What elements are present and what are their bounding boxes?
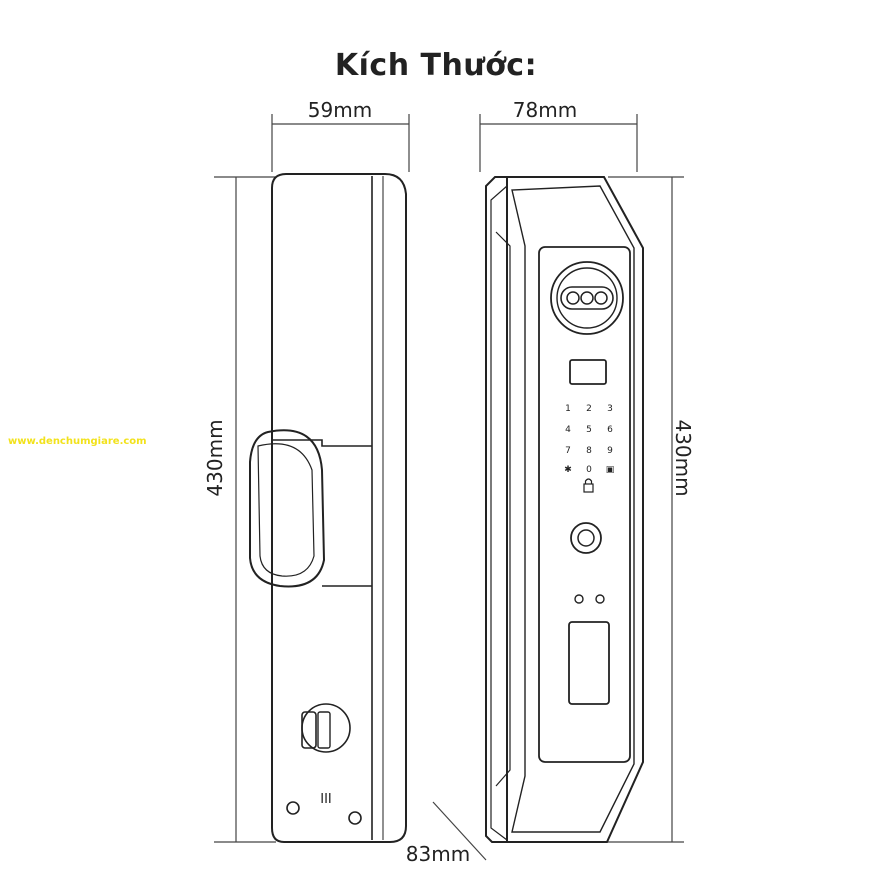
height-left-dimension	[214, 176, 276, 843]
lock-front-view	[485, 176, 644, 843]
camera-module	[550, 261, 624, 335]
width-front-dimension	[479, 114, 638, 172]
keypad-key: ✱	[564, 465, 572, 475]
lock-icon	[583, 478, 594, 493]
keypad-key: 9	[607, 446, 613, 456]
height-right-dimension	[608, 176, 684, 843]
card-reader	[568, 621, 610, 705]
indicator-light	[595, 594, 605, 604]
keypad-key: 5	[586, 425, 592, 435]
keypad: 1 2 3 4 5 6 7 8 9 ✱ 0 ▣	[564, 404, 614, 475]
screw-icon	[348, 811, 362, 825]
keypad-key: ▣	[606, 465, 615, 475]
keypad-key: 1	[565, 404, 571, 414]
indicator-light	[574, 594, 584, 604]
depth-dimension	[432, 801, 487, 861]
keypad-key: 8	[586, 446, 592, 456]
width-side-dimension	[271, 114, 410, 172]
watermark-text: www.denchumgiare.com	[8, 436, 147, 447]
keypad-key: 0	[586, 465, 592, 475]
height-right-label: 430mm	[671, 419, 695, 496]
status-display	[569, 359, 607, 385]
fingerprint-sensor	[570, 522, 602, 554]
keypad-key: 6	[607, 425, 613, 435]
back-handle	[272, 439, 372, 447]
lock-back-view	[249, 173, 407, 843]
thumb-turn-knob	[301, 703, 351, 753]
keypad-key: 7	[565, 446, 571, 456]
screw-icon	[286, 801, 300, 815]
height-left-label: 430mm	[203, 419, 227, 496]
page-title: Kích Thước:	[334, 48, 538, 83]
keypad-key: 4	[565, 425, 571, 435]
width-side-label: 59mm	[308, 98, 372, 122]
keypad-key: 3	[607, 404, 613, 414]
width-front-label: 78mm	[513, 98, 577, 122]
keypad-key: 2	[586, 404, 592, 414]
depth-label: 83mm	[406, 842, 470, 866]
back-panel-mark: III	[320, 792, 332, 807]
